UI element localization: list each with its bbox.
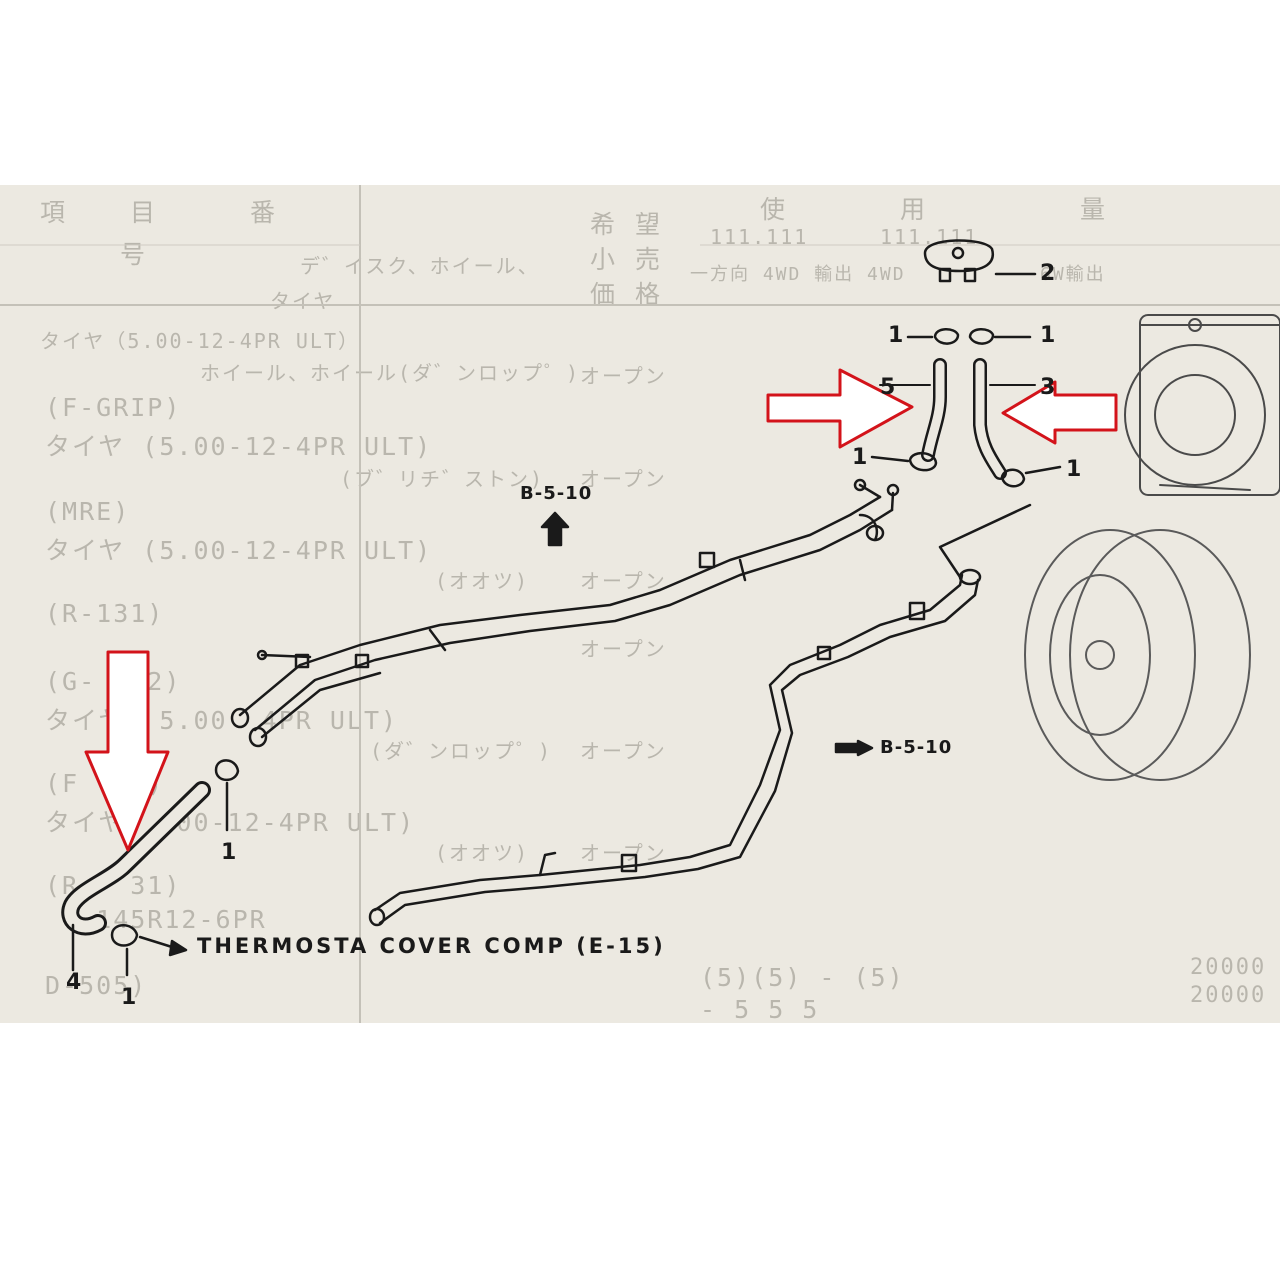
bg-open-3: オープン <box>580 569 667 593</box>
bg-model-4: 6W輸出 <box>1040 264 1106 285</box>
callout-5: 5 <box>880 375 896 400</box>
bg-row-13: (ダ゛ンロップ゜) <box>370 739 553 763</box>
catalog-page: 項 目 番 号 希 望 小 売 価 格 使 用 量 111.111 111.11… <box>0 185 1280 1023</box>
bg-open-1: オープン <box>580 364 667 388</box>
callout-1-top-right: 1 <box>1040 323 1056 348</box>
callout-1-top-left: 1 <box>888 323 904 348</box>
reference-right-b-5-10: B-5-10 <box>880 737 953 758</box>
bg-row-6: (ブ゛リチ゛ストン) <box>340 467 545 491</box>
bg-header-r2: 望 <box>635 210 663 239</box>
bg-row-4: (F-GRIP) <box>45 393 182 422</box>
bg-open-2: オープン <box>580 467 667 491</box>
bg-open-4: オープン <box>580 637 667 661</box>
reference-up-b-5-10: B-5-10 <box>520 483 593 504</box>
callout-1-lower: 1 <box>221 840 237 865</box>
lower-pipe <box>368 568 982 927</box>
bg-header-r1: 希 <box>590 210 618 239</box>
bg-bottom-1: (5)(5) - (5) <box>700 963 905 992</box>
table-grid <box>0 185 1280 1023</box>
bg-row-0: デ゛イスク、ホイール、 <box>300 254 540 278</box>
bg-row-1: タイヤ <box>270 289 336 313</box>
callout-1-mid-right: 1 <box>1066 457 1082 482</box>
right-arrow-icon <box>834 739 874 757</box>
bg-row-7: (MRE) <box>45 497 131 526</box>
bg-row-18: 145R12-6PR <box>45 905 267 934</box>
bg-header-r4: 売 <box>635 245 663 274</box>
callout-4: 4 <box>66 970 82 995</box>
up-arrow-icon <box>540 511 570 547</box>
bg-open-5: オープン <box>580 739 667 763</box>
highlight-arrow-left-icon <box>1001 380 1118 445</box>
bg-row-5: タイヤ (5.00-12-4PR ULT) <box>45 432 433 461</box>
highlight-arrows <box>84 368 1118 852</box>
bg-header-r8: 用 <box>900 195 928 224</box>
bg-row-10: (R-131) <box>45 599 165 628</box>
bg-header-2: 目 <box>130 198 158 227</box>
bg-row-2: タイヤ（5.00-12-4PR ULT） <box>40 329 361 353</box>
wheel-illustration <box>1024 529 1251 781</box>
bg-header-3: 番 <box>250 198 278 227</box>
callout-1-bottom: 1 <box>121 985 137 1010</box>
bg-header-1: 項 <box>40 198 68 227</box>
bg-header-r3: 小 <box>590 245 618 274</box>
coolant-pipe-diagram <box>61 239 1280 977</box>
callout-3: 3 <box>1040 375 1056 400</box>
bg-row-8: タイヤ (5.00-12-4PR ULT) <box>45 536 433 565</box>
callout-2: 2 <box>1040 261 1056 286</box>
radiator-illustration <box>1124 314 1280 496</box>
bg-header-r9: 量 <box>1080 195 1108 224</box>
callout-1-mid-left: 1 <box>852 445 868 470</box>
bg-model-3: 一方向 4WD 輸出 4WD <box>690 264 906 285</box>
bg-row-19: D-505) <box>45 971 148 1000</box>
bg-row-11: (G- 2) <box>45 667 182 696</box>
bg-row-16: (オオツ) <box>435 841 530 865</box>
upper-pipes <box>230 478 900 748</box>
thermostat-cover-reference: THERMOSTA COVER COMP (E-15) <box>197 934 666 958</box>
bg-row-15: タイヤ 00-12-4PR ULT) <box>45 808 416 837</box>
top-clamps <box>906 328 1032 345</box>
bg-bottom-4: 20000 <box>1190 983 1267 1008</box>
highlight-arrow-down-icon <box>84 650 170 852</box>
part-2-plate <box>923 239 1037 283</box>
bg-bottom-2: - 5 5 5 <box>700 995 820 1023</box>
bg-row-9: (オオツ) <box>435 569 530 593</box>
bg-bottom-3: 20000 <box>1190 955 1267 980</box>
bg-row-3: ホイール、ホイール(ダ゛ンロップ゜) <box>200 361 581 385</box>
bg-header-r7: 使 <box>760 195 788 224</box>
highlight-arrow-right-icon <box>766 368 914 449</box>
